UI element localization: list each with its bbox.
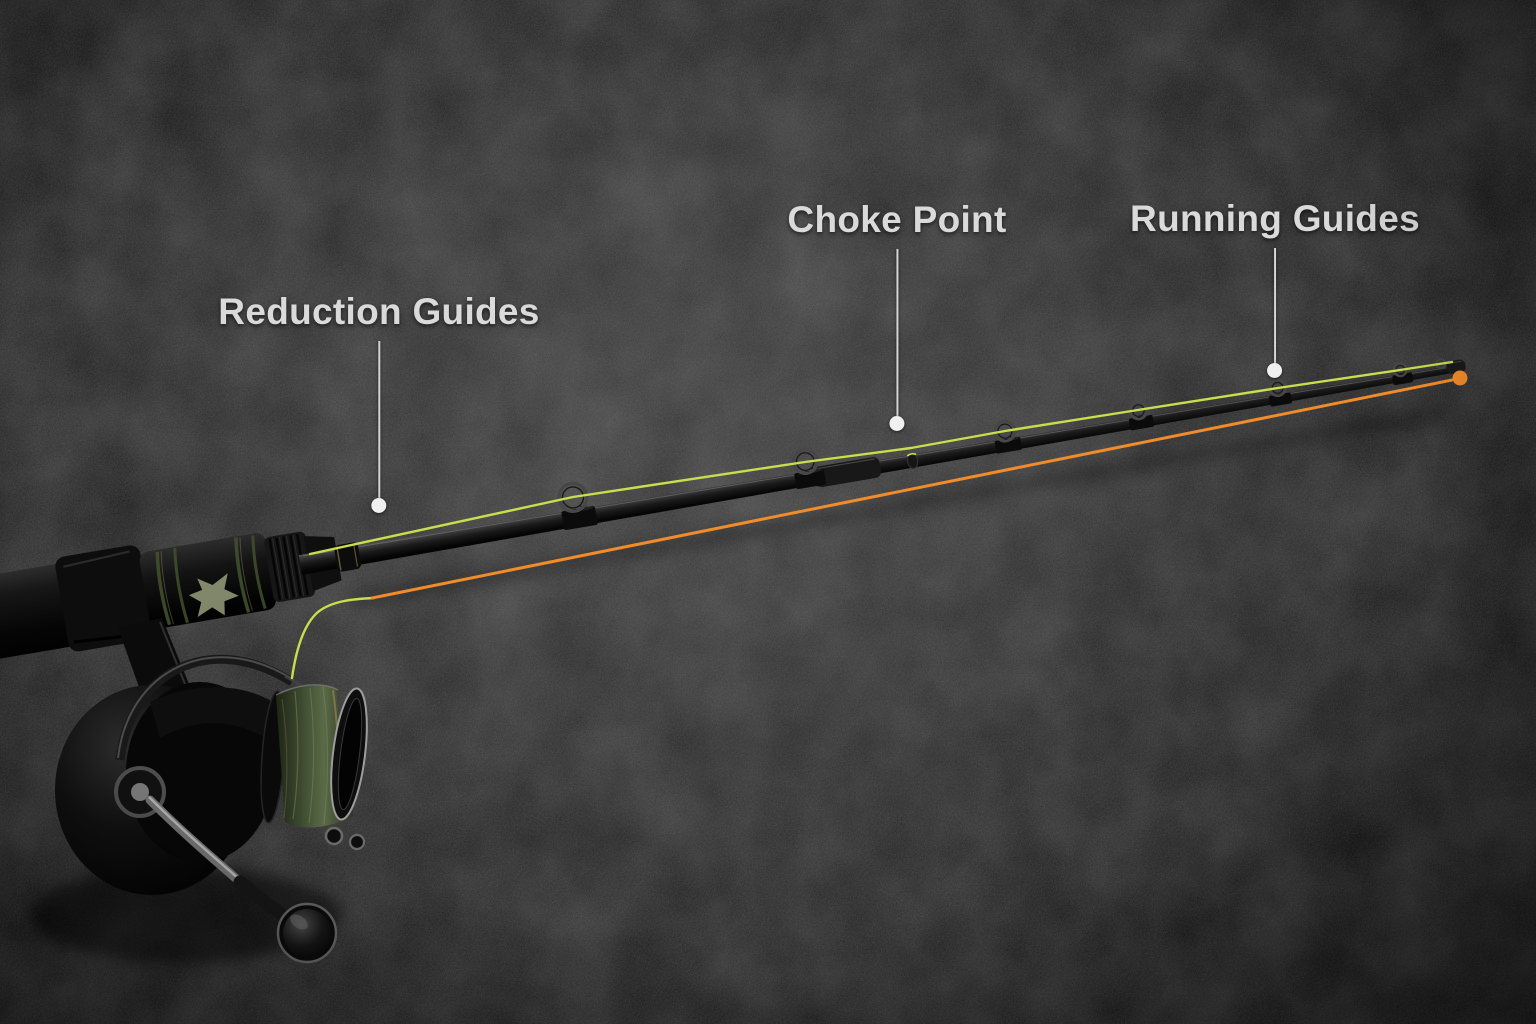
annotation-label: Choke Point: [787, 199, 1007, 240]
leader-dot: [371, 498, 387, 513]
annotation-label: Running Guides: [1130, 198, 1420, 239]
hook-keeper-ring: [906, 452, 919, 470]
shadows: [30, 406, 1450, 963]
leader-line: [1274, 248, 1276, 363]
reel-screw: [348, 833, 366, 851]
reel-screw: [324, 826, 344, 846]
brand-logo-mark: [188, 573, 239, 617]
leader-line: [377, 341, 380, 498]
line-from-reel: [290, 596, 376, 680]
bail-arm: [115, 654, 295, 761]
line-path-overlay: [370, 378, 1454, 600]
reel-seat: [55, 545, 154, 652]
rod-assembly: [0, 358, 1466, 668]
fishing-line-through-guides: [308, 360, 1454, 556]
annotation-label: Reduction Guides: [218, 291, 540, 332]
annotation-reduction-guides: Reduction Guides: [218, 291, 539, 513]
reel-spool: [260, 684, 368, 828]
leader-dot: [1267, 363, 1283, 378]
reel-handle: [114, 766, 338, 964]
annotation-running-guides: Running Guides: [1130, 198, 1420, 378]
spinning-reel: [55, 618, 368, 964]
leader-dot: [889, 416, 905, 431]
ferrule-joint: [814, 457, 881, 488]
leader-line: [895, 249, 898, 416]
annotation-choke-point: Choke Point: [787, 199, 1006, 431]
line-path-endpoint-dot: [1452, 370, 1468, 386]
reel-shadow: [30, 867, 340, 963]
rod-shadow: [350, 406, 1450, 606]
